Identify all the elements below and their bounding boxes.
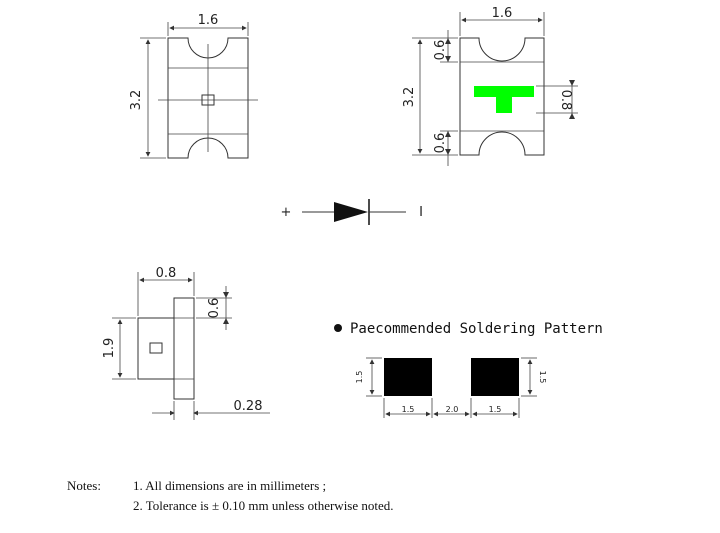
note-item: 1. All dimensions are in millimeters ; (133, 478, 326, 493)
marked-view-length-label: 3.2 (402, 87, 417, 108)
diode-triangle (334, 202, 368, 222)
cap-label: 0.6 (207, 298, 222, 319)
note-item: 2. Tolerance is ± 0.10 mm unless otherwi… (133, 498, 394, 513)
bullet-icon (334, 324, 342, 332)
side-view: 0.8 0.6 1.9 0.28 (102, 266, 270, 420)
bottom-band-label: 0.6 (433, 133, 448, 154)
top-view-width-label: 1.6 (198, 13, 219, 28)
notes-label: Notes: (67, 478, 101, 493)
terminal-label: 0.28 (234, 399, 263, 414)
side-view-cap (173, 297, 195, 400)
side-view-width-label: 0.8 (156, 266, 177, 281)
marked-view: 1.6 3.2 0.6 0.6 0.8 (402, 6, 578, 166)
side-view-height-label: 1.9 (102, 338, 117, 359)
right-pad-width-label: 1.5 (489, 405, 502, 414)
left-pad-height-label: 1.5 (355, 371, 364, 384)
gap-label: 2.0 (446, 405, 459, 414)
soldering-heading: Paecommended Soldering Pattern (350, 321, 603, 337)
right-pad (471, 358, 519, 396)
left-pad-width-label: 1.5 (402, 405, 415, 414)
side-view-lens (137, 317, 175, 380)
left-pad (384, 358, 432, 396)
marked-view-body (459, 37, 545, 156)
top-band-label: 0.6 (433, 40, 448, 61)
cathode-label: I (419, 205, 423, 220)
anode-label: + (281, 205, 292, 220)
marking-height-label: 0.8 (558, 90, 573, 111)
top-view-body (167, 37, 249, 159)
side-view-die (149, 342, 163, 354)
top-view: 1.6 3.2 (129, 13, 258, 159)
top-view-die (201, 94, 215, 106)
right-pad-height-label: 1.5 (538, 371, 547, 384)
diode-symbol: + I (281, 199, 423, 225)
polarity-t-mark (474, 86, 534, 113)
top-view-length-label: 3.2 (129, 90, 144, 111)
marked-view-width-label: 1.6 (492, 6, 513, 21)
notes: Notes: 1. All dimensions are in millimet… (67, 478, 394, 513)
soldering-pattern: Paecommended Soldering Pattern 1.5 1.5 1… (334, 321, 603, 418)
